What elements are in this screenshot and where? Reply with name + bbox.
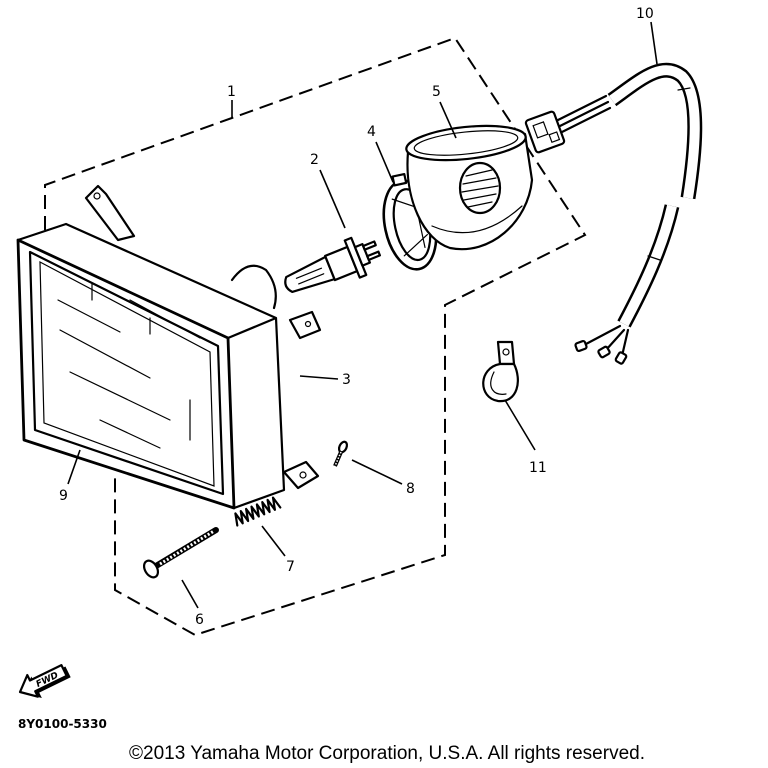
leader-part-7 bbox=[261, 525, 286, 557]
wire-terminal bbox=[574, 339, 588, 353]
wire-harness bbox=[524, 62, 703, 365]
assembly-boundary-dashed-outline bbox=[44, 36, 587, 637]
callout-part-4: 4 bbox=[367, 124, 376, 140]
cable-clamp bbox=[482, 340, 519, 403]
callout-part-2: 2 bbox=[310, 152, 319, 168]
adjuster-spring bbox=[234, 496, 282, 527]
bracket-hole bbox=[299, 471, 307, 479]
right-mounting-bracket bbox=[288, 310, 322, 340]
reflector-back bbox=[230, 264, 277, 310]
adjusting-screw-long bbox=[142, 527, 219, 579]
leader-part-8 bbox=[351, 459, 403, 485]
leader-part-9 bbox=[67, 449, 81, 485]
headlight-unit bbox=[16, 184, 322, 510]
lens-pattern bbox=[57, 283, 201, 449]
headlight-lens bbox=[39, 260, 215, 487]
cover-socket-hole bbox=[458, 161, 502, 215]
headlight-rim-outer bbox=[16, 238, 236, 510]
wire-terminal bbox=[614, 351, 628, 365]
lamp-body-outline bbox=[16, 222, 286, 510]
leader-part-5 bbox=[439, 101, 457, 139]
bracket-hole bbox=[93, 192, 101, 200]
headlight-rim-inner bbox=[28, 250, 225, 496]
callout-part-6: 6 bbox=[195, 612, 204, 628]
callout-part-11: 11 bbox=[529, 460, 547, 476]
leader-part-3 bbox=[299, 375, 339, 380]
leader-part-10 bbox=[650, 21, 658, 65]
leader-part-11 bbox=[504, 399, 536, 451]
wire-terminal bbox=[597, 345, 611, 359]
callout-part-3: 3 bbox=[342, 372, 351, 388]
callout-part-9: 9 bbox=[59, 488, 68, 504]
adjusting-screw-small bbox=[333, 440, 349, 467]
callout-part-10: 10 bbox=[636, 6, 654, 22]
forward-direction-arrow-icon: FWD bbox=[18, 664, 71, 699]
leader-lines bbox=[67, 21, 658, 609]
leader-part-6 bbox=[181, 579, 199, 609]
figure-code: 8Y0100-5330 bbox=[18, 717, 107, 731]
leader-part-2 bbox=[319, 169, 346, 229]
callout-part-1: 1 bbox=[227, 84, 236, 100]
cover-rib-pattern bbox=[461, 169, 499, 208]
headlight-bulb bbox=[284, 236, 382, 294]
bulb-cover bbox=[405, 124, 534, 251]
callout-part-5: 5 bbox=[432, 84, 441, 100]
callout-part-7: 7 bbox=[286, 559, 295, 575]
bracket-hole bbox=[304, 320, 312, 328]
bottom-adjuster-bracket bbox=[282, 460, 320, 490]
copyright-notice: ©2013 Yamaha Motor Corporation, U.S.A. A… bbox=[129, 743, 645, 764]
top-mounting-bracket bbox=[84, 184, 136, 242]
leader-part-4 bbox=[375, 141, 394, 183]
harness-connector bbox=[524, 110, 566, 154]
callout-part-8: 8 bbox=[406, 481, 415, 497]
